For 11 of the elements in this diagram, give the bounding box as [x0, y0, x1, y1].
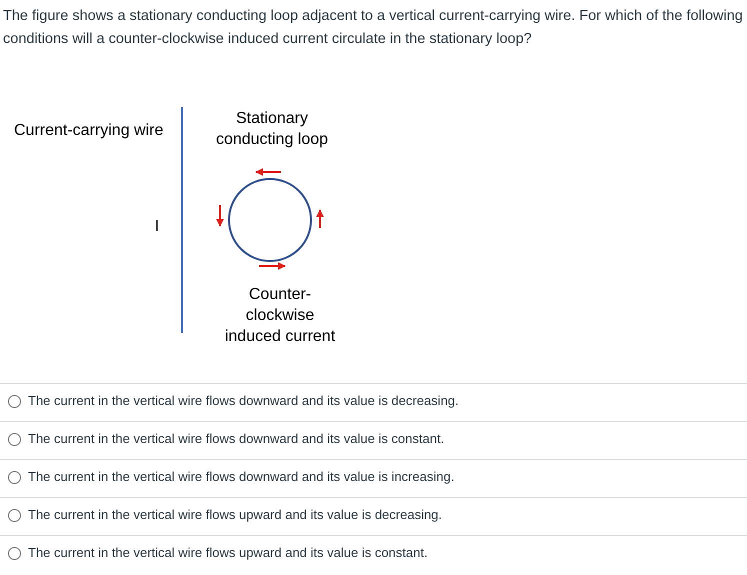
loop-circle [228, 178, 312, 262]
answer-option: The current in the vertical wire flows upward and its value is constant. [28, 545, 428, 560]
loop-label: Stationary conducting loop [214, 109, 330, 150]
wire-label: Current-carrying wire [14, 121, 164, 141]
question-text: The figure shows a stationary conducting loop adjacent to a vertical current-carrying wire. For which of the following conditions will a counter-clockwise induced current circulate in the stationary loop? [3, 7, 744, 49]
current-symbol: I [154, 217, 160, 237]
induced-current-label: Counter-clockwise induced current [224, 285, 336, 347]
answer-option: The current in the vertical wire flows downward and its value is decreasing. [28, 393, 459, 408]
answer-option: The current in the vertical wire flows downward and its value is increasing. [28, 469, 454, 484]
answer-option: The current in the vertical wire flows upward and its value is decreasing. [28, 507, 442, 522]
answer-option: The current in the vertical wire flows downward and its value is constant. [28, 431, 444, 446]
